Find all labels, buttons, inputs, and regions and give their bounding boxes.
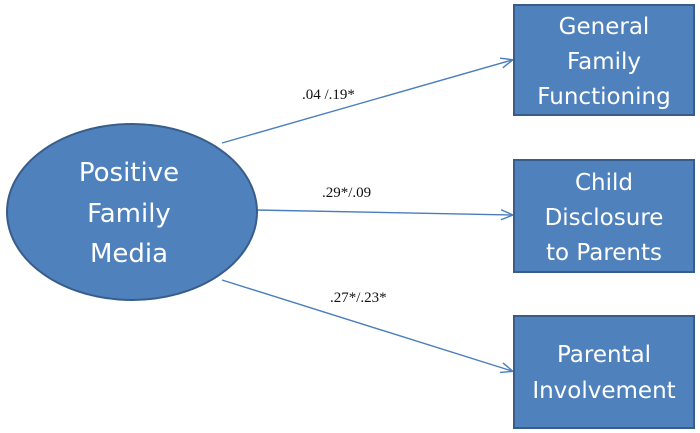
path-arrow-child-disclosure [255, 210, 512, 215]
path-arrow-general-family-functioning [221, 60, 512, 144]
outcome-1-line-3: Functioning [537, 84, 670, 110]
source-line-3: Media [90, 239, 168, 269]
outcome-1-line-2: Family [567, 49, 641, 75]
outcome-1-line-1: General [559, 14, 650, 40]
path-label-general-family-functioning: .04 /.19* [302, 87, 355, 103]
outcome-3-line-1: Parental [557, 342, 651, 368]
outcome-3-line-2: Involvement [532, 378, 675, 404]
path-arrow-parental-involvement [221, 279, 512, 371]
path-label-child-disclosure: .29*/.09 [322, 185, 371, 201]
path-label-parental-involvement: .27*/.23* [330, 290, 387, 306]
outcome-2-line-2: Disclosure [545, 205, 664, 231]
source-node-positive-family-media: Positive Family Media [6, 123, 258, 301]
outcome-2-line-3: to Parents [546, 240, 662, 266]
source-line-2: Family [87, 199, 171, 229]
outcome-node-parental-involvement: Parental Involvement [513, 315, 695, 429]
source-line-1: Positive [79, 158, 179, 188]
outcome-node-child-disclosure: Child Disclosure to Parents [513, 159, 695, 273]
outcome-2-line-1: Child [575, 170, 633, 196]
outcome-node-general-family-functioning: General Family Functioning [513, 4, 695, 116]
